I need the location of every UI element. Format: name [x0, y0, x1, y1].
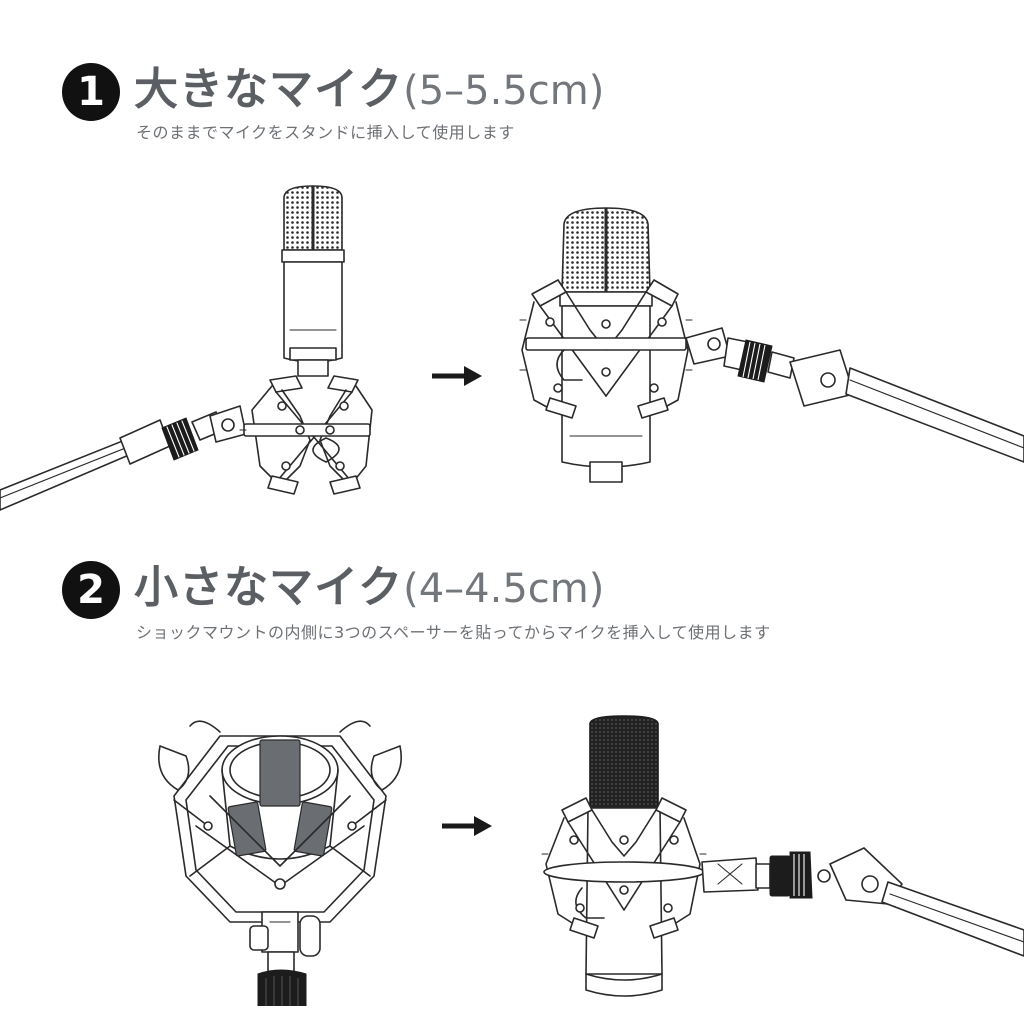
right-arrow-icon — [432, 366, 482, 386]
step-1-arrow — [430, 364, 486, 388]
small-mic-after-illustration — [530, 714, 1024, 1014]
step-2-title-text: 小さなマイク — [134, 562, 404, 613]
step-2-section: 2 小さなマイク(4–4.5cm) ショックマウントの内側に3つのスペーサーを貼… — [0, 520, 1024, 1024]
step-1-section: 1 大きなマイク(5–5.5cm) そのままでマイクをスタンドに挿入して使用しま… — [0, 63, 1024, 511]
large-mic-before-illustration — [0, 180, 400, 525]
step-1-description: そのままでマイクをスタンドに挿入して使用します — [136, 123, 515, 142]
step-2-arrow — [440, 814, 496, 838]
step-2-badge: 2 — [62, 561, 120, 619]
step-2-size-text: (4–4.5cm) — [403, 566, 605, 612]
step-1-title: 大きなマイク(5–5.5cm) — [134, 68, 604, 112]
right-arrow-icon — [442, 816, 492, 836]
step-1-title-text: 大きなマイク — [134, 64, 404, 115]
step-2-title: 小さなマイク(4–4.5cm) — [134, 566, 604, 610]
shock-mount-spacers-illustration — [150, 716, 410, 1006]
step-1-size-text: (5–5.5cm) — [403, 68, 605, 114]
step-1-badge: 1 — [62, 63, 120, 121]
step-2-description: ショックマウントの内側に3つのスペーサーを貼ってからマイクを挿入して使用します — [136, 623, 771, 642]
large-mic-after-illustration — [510, 200, 1024, 490]
